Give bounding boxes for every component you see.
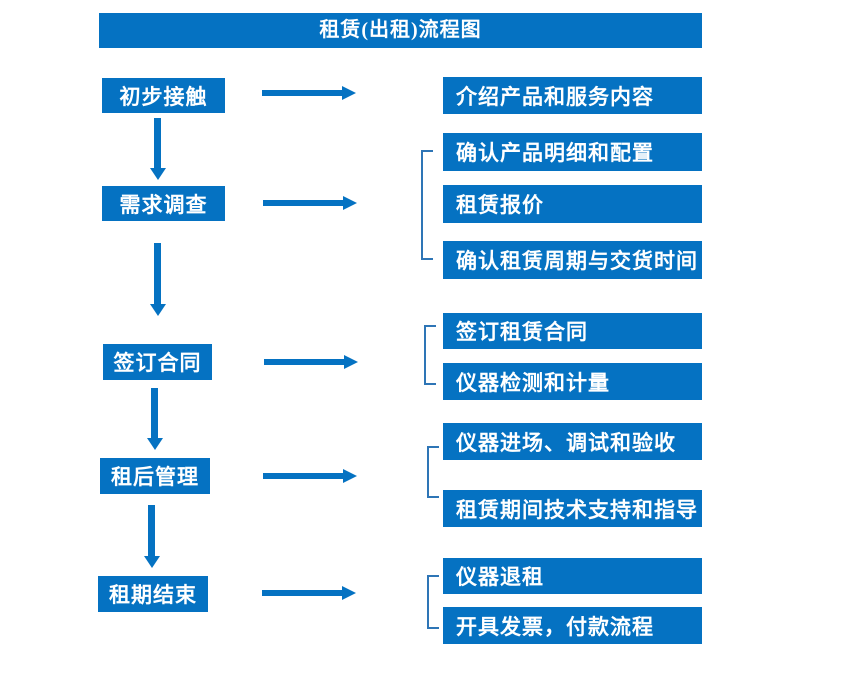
down-arrow-icon (144, 505, 160, 568)
output-box-introduce-products: 介绍产品和服务内容 (443, 77, 702, 114)
arrow-head (342, 586, 356, 600)
output-box-rental-quote: 租赁报价 (443, 185, 702, 223)
output-box-instrument-return: 仪器退租 (443, 558, 702, 594)
output-box-sign-rental-contract: 签订租赁合同 (443, 313, 702, 349)
arrow-stem (262, 90, 342, 96)
right-arrow-icon (263, 469, 357, 483)
down-arrow-icon (150, 243, 166, 316)
arrow-head (144, 556, 160, 568)
arrow-head (344, 355, 358, 369)
arrow-head (343, 196, 357, 210)
output-box-instrument-inspection: 仪器检测和计量 (443, 363, 702, 400)
arrow-stem (148, 505, 155, 556)
stage-box-sign-contract: 签订合同 (103, 344, 212, 380)
arrow-head (343, 469, 357, 483)
arrow-stem (262, 590, 342, 596)
stage-box-rental-end: 租期结束 (98, 576, 208, 612)
arrow-head (342, 86, 356, 100)
down-arrow-icon (150, 118, 166, 180)
arrow-head (147, 438, 163, 450)
stage-box-post-rental-management: 租后管理 (100, 458, 210, 494)
right-arrow-icon (263, 196, 357, 210)
arrow-stem (264, 359, 344, 365)
arrow-stem (151, 388, 158, 438)
flowchart-title: 租赁(出租)流程图 (99, 13, 702, 48)
output-box-technical-support: 租赁期间技术支持和指导 (443, 490, 702, 527)
down-arrow-icon (147, 388, 163, 450)
output-box-instrument-entry: 仪器进场、调试和验收 (443, 423, 702, 460)
right-arrow-icon (262, 86, 356, 100)
arrow-stem (263, 200, 343, 206)
right-arrow-icon (264, 355, 358, 369)
output-box-confirm-period: 确认租赁周期与交货时间 (443, 241, 702, 279)
arrow-stem (263, 473, 343, 479)
group-bracket (424, 325, 436, 385)
arrow-stem (154, 118, 161, 168)
output-box-invoice-payment: 开具发票，付款流程 (443, 607, 702, 644)
stage-box-demand-survey: 需求调查 (102, 186, 225, 221)
output-box-confirm-details: 确认产品明细和配置 (443, 133, 702, 171)
arrow-head (150, 168, 166, 180)
group-bracket (421, 150, 433, 260)
group-bracket (427, 575, 439, 629)
right-arrow-icon (262, 586, 356, 600)
arrow-head (150, 304, 166, 316)
group-bracket (427, 446, 439, 498)
stage-box-initial-contact: 初步接触 (102, 78, 225, 113)
arrow-stem (154, 243, 161, 304)
